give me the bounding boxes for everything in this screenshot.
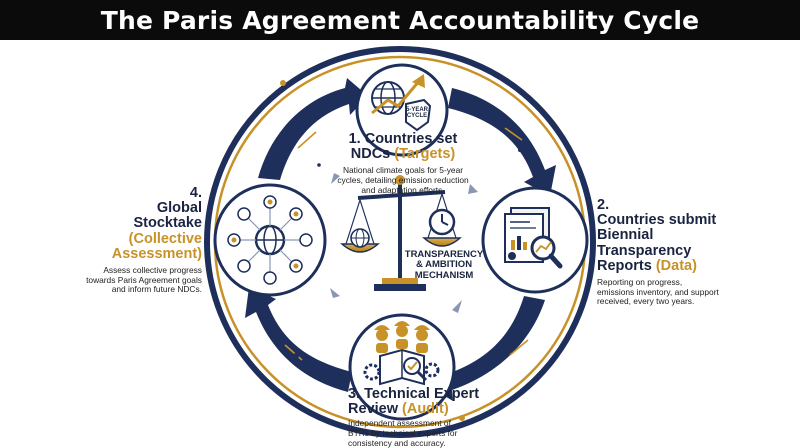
center-mechanism-label: TRANSPARENCY & AMBITION MECHANISM xyxy=(402,249,486,281)
step-4-description: Assess collective progress towards Paris… xyxy=(30,265,202,295)
step-3-heading-b: Review xyxy=(348,401,398,418)
expert-review-icon xyxy=(363,321,440,386)
step-2-desc-line3: received, every two years. xyxy=(597,296,695,307)
step-4-desc-line3: and inform future NDCs. xyxy=(111,284,202,295)
scales-icon xyxy=(340,175,462,291)
connector-arrows xyxy=(284,127,529,361)
step-4-highlight-b: Assessment) xyxy=(111,245,202,262)
step-2-heading-c: Biennial xyxy=(597,227,654,244)
five-year-badge: 5-YEAR CYCLE xyxy=(401,107,433,120)
step-1-heading: 1. Countries set NDCs (Targets) xyxy=(318,131,488,163)
outer-ring xyxy=(204,46,596,438)
badge-line1: 5-YEAR xyxy=(405,107,428,113)
step-1-description: National climate goals for 5-year cycles… xyxy=(318,166,488,195)
step-3-desc-line2: BTRs by technical experts for xyxy=(348,428,458,439)
globe-growth-icon xyxy=(371,74,432,132)
report-magnifier-icon xyxy=(504,207,563,269)
step-4-desc-line1: Assess collective progress xyxy=(103,265,202,276)
step-1-desc-line3: and adaptation efforts. xyxy=(361,184,445,195)
inner-small-arrows xyxy=(330,173,478,313)
clock-icon xyxy=(428,208,456,236)
step-2-heading-b: Countries submit xyxy=(597,212,717,229)
step-3-desc-line1: Independent assessment of xyxy=(348,418,451,429)
step-4-heading-c: Stocktake xyxy=(133,215,202,232)
step-2-heading-e: Reports xyxy=(597,257,652,274)
stocktake-network-icon xyxy=(227,195,313,285)
step-4-heading-a: 4. xyxy=(189,185,202,201)
step-1-heading-b: NDCs xyxy=(350,146,391,163)
step-4-heading-b: Global xyxy=(156,200,202,217)
center-line3: MECHANISM xyxy=(414,269,474,281)
step-2-desc-line2: emissions inventory, and support xyxy=(597,286,719,297)
step-3-highlight: (Audit) xyxy=(402,401,449,418)
step-4-desc-line2: towards Paris Agreement goals xyxy=(86,274,202,285)
step-3-description: Independent assessment of BTRs by techni… xyxy=(348,419,518,448)
step-1-label: 1. Countries set NDCs (Targets) National… xyxy=(318,131,488,195)
step-3-heading: 3. Technical Expert Review (Audit) xyxy=(348,386,518,418)
step-3-heading-a: 3. Technical Expert xyxy=(348,386,480,402)
cycle-arrows xyxy=(245,78,556,401)
step-1-desc-line2: cycles, detailing emission reduction xyxy=(337,175,469,186)
arrow-top-to-right xyxy=(448,88,556,196)
arrow-right-to-bottom xyxy=(428,296,545,401)
decor-dots xyxy=(280,80,522,421)
step-2-label: 2. Countries submit Biennial Transparenc… xyxy=(597,197,787,307)
globe-small-icon xyxy=(350,228,370,248)
arrow-bottom-to-left xyxy=(245,287,352,392)
step-4-heading: 4. Global Stocktake (Collective Assessme… xyxy=(30,185,202,262)
arrow-left-to-top xyxy=(258,78,368,180)
center-line2: & AMBITION xyxy=(415,259,473,271)
step-1-heading-a: 1. Countries set xyxy=(348,131,458,147)
step-2-heading-d: Transparency xyxy=(597,242,692,259)
step-2-heading: 2. Countries submit Biennial Transparenc… xyxy=(597,197,787,274)
step-2-heading-a: 2. xyxy=(597,197,610,213)
step-2-highlight: (Data) xyxy=(655,257,697,274)
step-1-highlight: (Targets) xyxy=(394,146,456,163)
step-4-label: 4. Global Stocktake (Collective Assessme… xyxy=(30,185,202,295)
title-bar: The Paris Agreement Accountability Cycle xyxy=(0,0,800,40)
center-line1: TRANSPARENCY xyxy=(404,249,484,260)
step-3-label: 3. Technical Expert Review (Audit) Indep… xyxy=(348,386,518,448)
step-3-desc-line3: consistency and accuracy. xyxy=(348,437,446,448)
step-1-desc-line1: National climate goals for 5-year xyxy=(342,165,464,176)
badge-line2: CYCLE xyxy=(406,113,428,120)
page-title: The Paris Agreement Accountability Cycle xyxy=(100,5,700,35)
step-4-highlight-a: (Collective xyxy=(128,230,202,247)
step-2-desc-line1: Reporting on progress, xyxy=(597,277,683,288)
step-2-description: Reporting on progress, emissions invento… xyxy=(597,277,787,307)
